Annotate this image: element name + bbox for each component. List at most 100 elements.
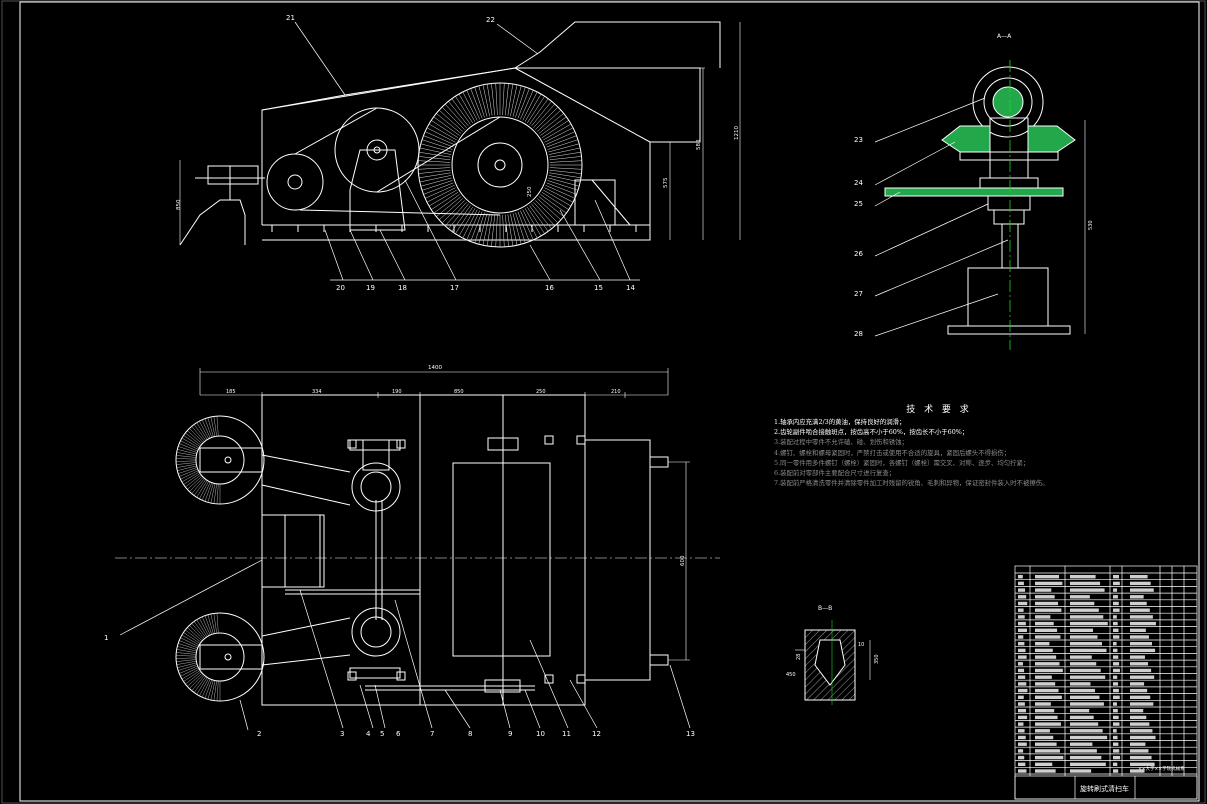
table-cell-text <box>1018 621 1026 626</box>
side-brush-bristle <box>189 477 204 492</box>
table-cell-text <box>1018 642 1025 646</box>
parts-table-cells <box>1018 575 1156 773</box>
table-cell-text <box>1070 755 1102 760</box>
callout-18: 18 <box>398 284 407 292</box>
table-cell-text <box>1070 628 1094 632</box>
brush-bristle <box>547 180 579 191</box>
callout-19: 19 <box>366 284 375 292</box>
table-cell-text <box>1130 662 1149 666</box>
brush-bristle <box>548 175 581 183</box>
side-brush-bristle <box>176 460 197 462</box>
side-brush-bristle <box>210 613 216 634</box>
side-brush-bristle <box>176 463 197 468</box>
side-brush-bristle <box>181 471 200 483</box>
side-brush-bristle <box>180 667 199 677</box>
table-cell-text <box>1070 621 1108 626</box>
side-brush-bristle <box>216 483 219 504</box>
table-cell-text <box>1130 588 1154 592</box>
table-cell-text <box>1130 715 1147 720</box>
side-brush-bristle <box>193 676 207 693</box>
table-cell-text <box>1035 735 1054 740</box>
table-cell-text <box>1070 688 1095 693</box>
table-cell-text <box>1018 648 1026 653</box>
callout-14: 14 <box>626 284 635 292</box>
brush-bristle <box>424 185 455 199</box>
table-cell-text <box>1070 648 1107 653</box>
side-brush-bristle <box>179 640 198 649</box>
table-cell-text <box>1070 662 1097 666</box>
side-brush-bristle <box>196 422 208 440</box>
brush-bristle <box>548 177 580 187</box>
drawing-border <box>19 1 1200 802</box>
callout-12: 12 <box>592 730 601 738</box>
brush-bristle <box>438 109 464 132</box>
tech-requirement-5: 5.同一零件用多件螺钉（螺栓）紧固时，各螺钉（螺栓）需交叉、对称、逐步、均匀拧紧… <box>774 458 1030 467</box>
table-cell-text <box>1018 755 1025 760</box>
table-cell-text <box>1035 702 1051 706</box>
table-cell-text <box>1070 655 1092 659</box>
table-cell-text <box>1130 608 1150 612</box>
side-brush-bristle <box>177 646 197 652</box>
brush-bristle <box>418 156 451 161</box>
brush-bristle <box>423 182 454 195</box>
table-cell-text <box>1113 615 1117 619</box>
callout-23: 23 <box>854 136 863 144</box>
side-brush-bristle <box>210 416 216 437</box>
title-block-name: 旋转刷式清扫车 <box>1080 784 1129 793</box>
brush-bristle <box>529 205 549 232</box>
table-cell-text <box>1130 695 1151 699</box>
table-cell-text <box>1113 648 1118 653</box>
table-cell-text <box>1035 675 1052 679</box>
table-cell-text <box>1070 742 1093 746</box>
side-brush-bristle <box>181 437 200 449</box>
side-brush-bristle <box>180 470 199 480</box>
brush-bristle <box>549 169 582 174</box>
brush-bristle <box>418 167 451 170</box>
callout-24: 24 <box>854 179 863 187</box>
table-cell-text <box>1070 695 1100 699</box>
tech-requirement-3: 3.装配过程中零件不允许磕、碰、划伤和锈蚀； <box>774 438 908 447</box>
brush-bristle <box>512 213 522 245</box>
tech-requirement-4: 4.螺钉、螺栓和螺母紧固时，严禁打击或使用不合适的旋具，紧固后螺头不得损伤； <box>774 448 1011 457</box>
title-block-org: ××大学××学院机械系 <box>1138 765 1185 772</box>
title-block: 旋转刷式清扫车 ××大学××学院机械系 <box>1080 765 1185 793</box>
dim-350: 350 <box>874 654 880 664</box>
brush-bristle <box>418 169 451 174</box>
brush-bristle <box>495 214 498 247</box>
table-cell-text <box>1035 595 1055 599</box>
brush-bristle <box>421 180 453 191</box>
side-brush-bristle <box>204 482 212 502</box>
table-cell-text <box>1018 682 1027 686</box>
table-cell-text <box>1113 762 1118 766</box>
side-brush-bristle <box>176 652 197 655</box>
brush-bristle <box>510 84 518 117</box>
brush-bristle <box>548 143 580 153</box>
table-cell-text <box>1035 662 1060 666</box>
brush-bristle <box>544 127 574 143</box>
table-cell-text <box>1018 601 1028 606</box>
brush-bristle <box>441 200 465 224</box>
callout-17: 17 <box>450 284 459 292</box>
table-cell-text <box>1018 715 1028 720</box>
callout-1: 1 <box>104 634 108 642</box>
table-cell-text <box>1113 749 1120 753</box>
callout-16: 16 <box>545 284 554 292</box>
brush-bristle <box>482 213 490 246</box>
side-brush-bristle <box>183 435 201 447</box>
table-cell-text <box>1113 735 1118 740</box>
section-bb <box>795 620 871 705</box>
side-brush-bristle <box>185 671 202 685</box>
callout-28: 28 <box>854 330 863 338</box>
table-cell-text <box>1035 709 1055 713</box>
dim-210: 210 <box>611 389 621 395</box>
table-cell-text <box>1018 615 1025 619</box>
brush-bristle <box>546 135 577 148</box>
brush-bristle <box>470 88 483 119</box>
table-cell-text <box>1070 702 1104 706</box>
table-cell-text <box>1018 769 1027 773</box>
side-brush-bristle <box>187 627 203 642</box>
side-brush-bristle <box>199 678 209 696</box>
dim-1400: 1400 <box>428 365 442 371</box>
table-cell-text <box>1018 655 1027 659</box>
